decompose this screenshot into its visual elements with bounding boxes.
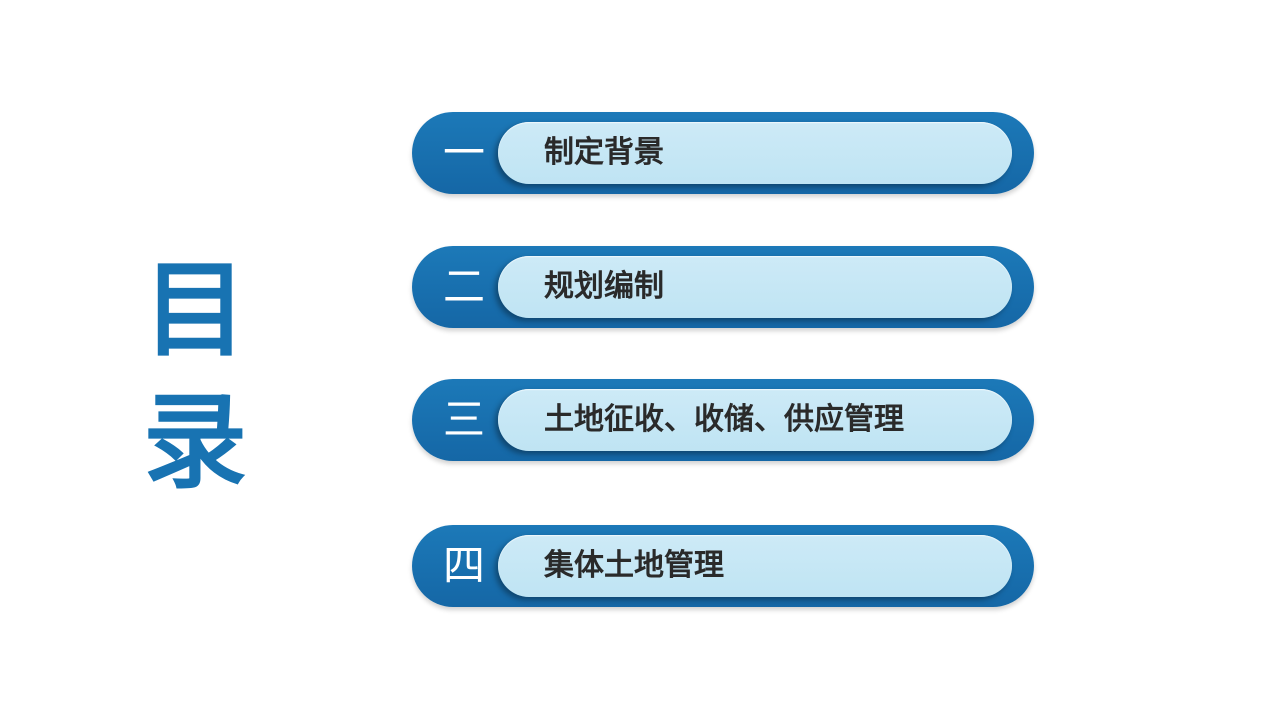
toc-label-pill: 规划编制 (498, 256, 1012, 318)
toc-item-4[interactable]: 四 集体土地管理 (412, 525, 1034, 607)
toc-label: 制定背景 (544, 135, 664, 170)
toc-label-pill: 制定背景 (498, 122, 1012, 184)
toc-label: 土地征收、收储、供应管理 (544, 402, 904, 437)
page-title-char-2: 录 (142, 381, 247, 503)
toc-numeral: 一 (442, 128, 485, 177)
toc-label-pill: 土地征收、收储、供应管理 (498, 389, 1012, 451)
toc-label-pill: 集体土地管理 (498, 535, 1012, 597)
toc-label: 规划编制 (544, 269, 664, 304)
toc-numeral: 二 (442, 262, 485, 311)
toc-item-1[interactable]: 一 制定背景 (412, 112, 1034, 194)
toc-label: 集体土地管理 (544, 548, 724, 583)
page-title-char-1: 目 (142, 249, 247, 371)
toc-item-2[interactable]: 二 规划编制 (412, 246, 1034, 328)
toc-numeral: 四 (442, 541, 485, 590)
toc-item-3[interactable]: 三 土地征收、收储、供应管理 (412, 379, 1034, 461)
toc-numeral: 三 (442, 395, 485, 444)
